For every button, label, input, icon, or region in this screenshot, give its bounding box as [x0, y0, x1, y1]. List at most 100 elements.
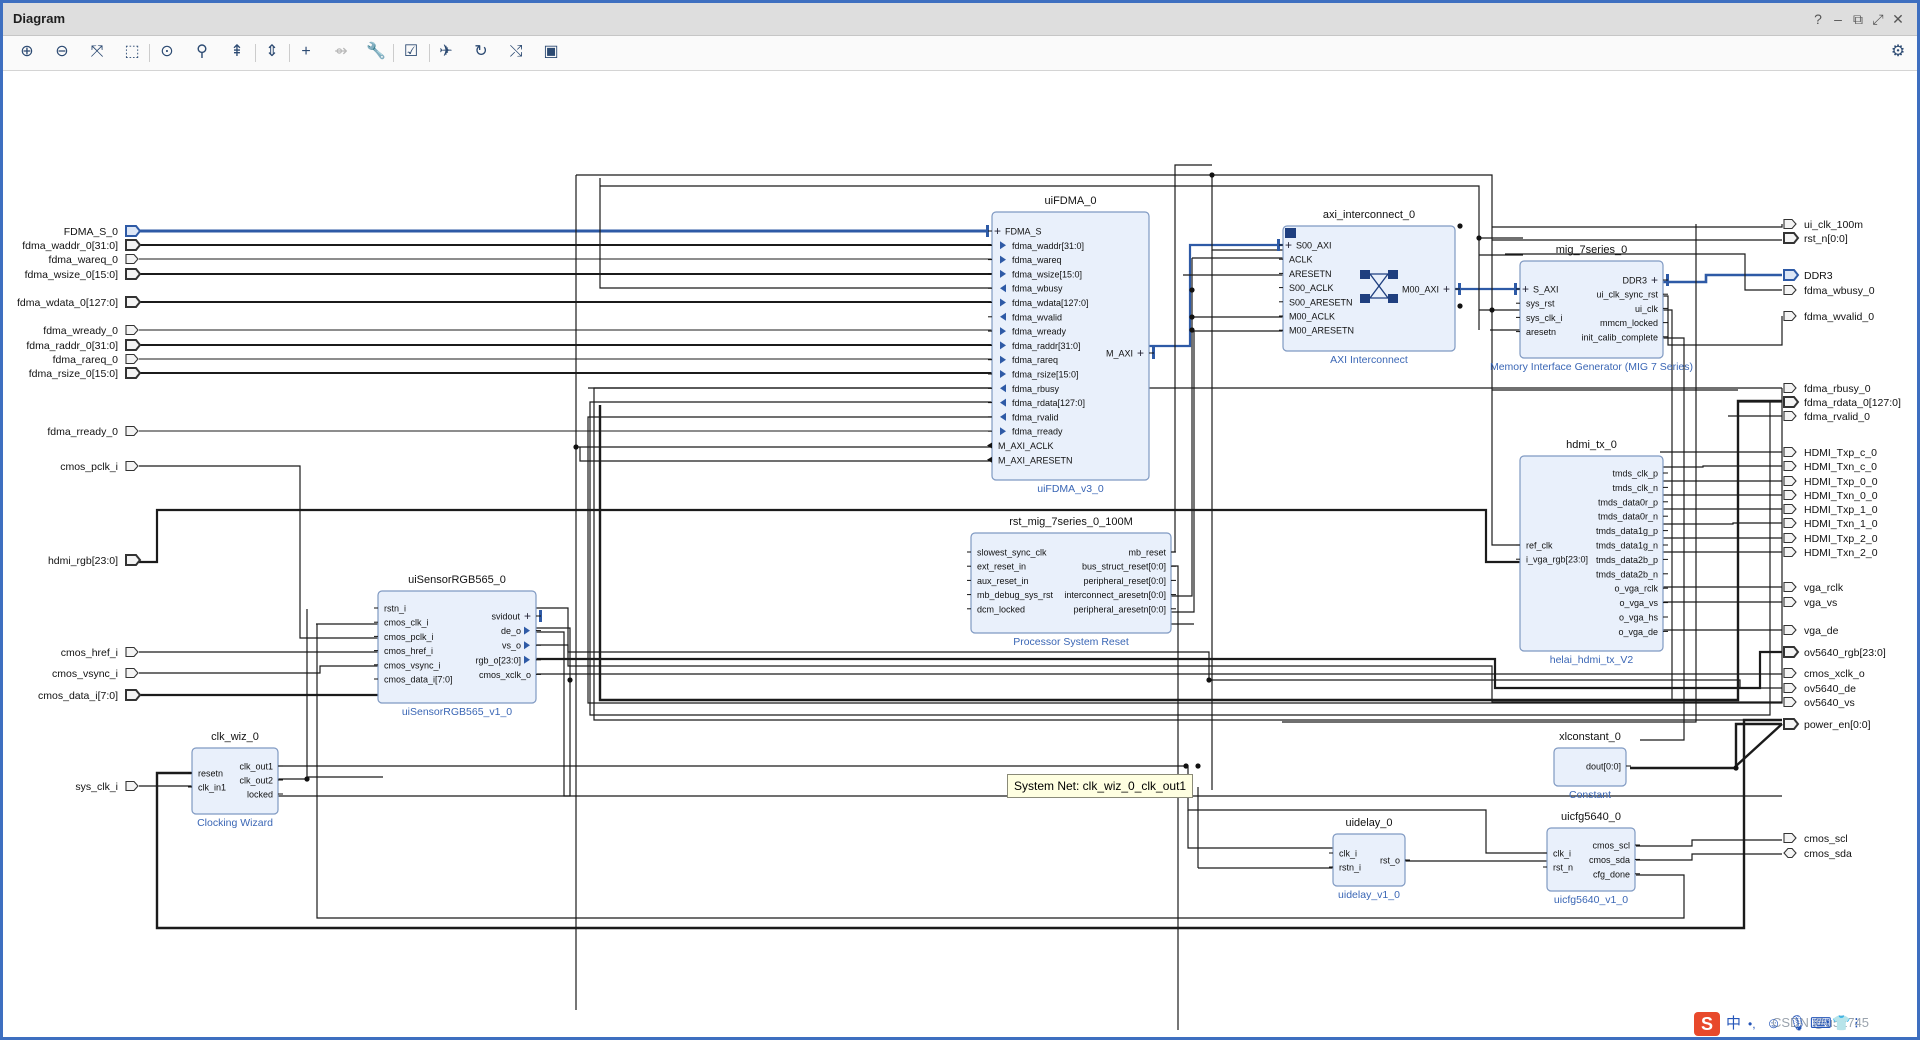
float-icon[interactable]: ⤢ — [1872, 11, 1884, 27]
net-wire[interactable] — [1660, 309, 1673, 700]
customize-wrench-icon[interactable]: 🔧 — [366, 43, 386, 60]
block-body[interactable] — [377, 590, 537, 704]
output-port[interactable]: fdma_wbusy_0 — [1783, 284, 1875, 297]
port-connector-icon[interactable] — [1783, 596, 1797, 608]
net-wire[interactable] — [1636, 853, 1782, 861]
output-port[interactable]: ov5640_vs — [1783, 696, 1855, 709]
port-connector-icon[interactable] — [1783, 489, 1797, 501]
zoom-in-icon[interactable]: ⊕ — [20, 43, 34, 60]
output-port[interactable]: rst_n[0:0] — [1783, 232, 1848, 245]
zoom-area-icon[interactable]: ⬚ — [124, 43, 140, 60]
net-wire[interactable] — [535, 607, 1782, 703]
port-connector-icon[interactable] — [1783, 503, 1797, 515]
net-wire[interactable] — [316, 624, 1685, 919]
output-port[interactable]: cmos_scl — [1783, 832, 1848, 845]
port-connector-icon[interactable] — [1783, 446, 1797, 458]
net-wire[interactable] — [576, 174, 1493, 432]
net-wire[interactable] — [139, 680, 385, 697]
net-wire[interactable] — [1653, 273, 1782, 284]
port-connector-icon[interactable] — [125, 324, 139, 336]
input-port[interactable]: fdma_wareq_0 — [49, 253, 139, 266]
port-connector-icon[interactable] — [125, 689, 142, 701]
net-wire[interactable] — [589, 401, 1771, 716]
input-port[interactable]: fdma_rsize_0[15:0] — [29, 367, 142, 380]
net-wire[interactable] — [1660, 522, 1782, 525]
net-wire[interactable] — [306, 609, 383, 778]
port-connector-icon[interactable] — [125, 367, 142, 379]
input-port[interactable]: fdma_wsize_0[15:0] — [25, 268, 142, 281]
output-port[interactable]: cmos_sda — [1783, 847, 1852, 860]
bus-connector[interactable] — [1277, 239, 1280, 251]
port-connector-icon[interactable] — [1783, 269, 1800, 281]
port-connector-icon[interactable] — [1783, 284, 1797, 296]
output-port[interactable]: fdma_wvalid_0 — [1783, 310, 1874, 323]
net-wire[interactable] — [587, 388, 1783, 704]
input-port[interactable]: fdma_wdata_0[127:0] — [17, 296, 142, 309]
port-connector-icon[interactable] — [125, 253, 139, 265]
validate-design-icon[interactable]: ☑ — [403, 43, 419, 60]
expand-all-icon[interactable]: ⇕ — [265, 43, 279, 60]
run-automation-icon[interactable]: ✈ — [439, 43, 453, 60]
net-wire[interactable] — [599, 178, 996, 289]
port-connector-icon[interactable] — [1783, 232, 1800, 244]
ime-skin-icon[interactable]: 👕 — [1832, 1015, 1851, 1032]
port-connector-icon[interactable] — [125, 460, 139, 472]
ime-language-icon[interactable]: 中 — [1726, 1015, 1742, 1032]
port-connector-icon[interactable] — [125, 339, 142, 351]
net-wire[interactable] — [1660, 295, 1783, 346]
input-port[interactable]: hdmi_rgb[23:0] — [48, 554, 142, 567]
port-connector-icon[interactable] — [125, 239, 142, 251]
port-connector-icon[interactable] — [125, 296, 142, 308]
port-connector-icon[interactable] — [1783, 396, 1800, 408]
port-connector-icon[interactable] — [1783, 517, 1797, 529]
output-port[interactable]: HDMI_Txp_0_0 — [1783, 475, 1878, 488]
bus-connector[interactable] — [986, 225, 989, 237]
port-connector-icon[interactable] — [1783, 310, 1797, 322]
net-wire[interactable] — [1145, 243, 1283, 348]
net-wire[interactable] — [1170, 565, 1179, 1030]
block-body[interactable] — [991, 211, 1150, 481]
port-connector-icon[interactable] — [1783, 718, 1800, 730]
settings-gear-icon[interactable]: ⚙ — [1890, 43, 1906, 60]
output-port[interactable]: HDMI_Txn_0_0 — [1783, 489, 1878, 502]
input-port[interactable]: cmos_vsync_i — [52, 667, 139, 680]
net-wire[interactable] — [1170, 331, 1195, 613]
ime-punct-icon[interactable]: •, — [1748, 1017, 1756, 1031]
block-body[interactable] — [1553, 747, 1627, 787]
help-icon[interactable]: ? — [1814, 11, 1822, 27]
make-connection-icon[interactable]: ⇴ — [334, 43, 348, 60]
input-port[interactable]: cmos_pclk_i — [60, 460, 139, 473]
net-wire[interactable] — [1630, 723, 1783, 770]
port-connector-icon[interactable] — [1783, 832, 1797, 844]
ime-logo-icon[interactable]: S — [1694, 1012, 1720, 1036]
output-port[interactable]: HDMI_Txp_2_0 — [1783, 532, 1878, 545]
port-connector-icon[interactable] — [1783, 410, 1797, 422]
net-wire[interactable] — [579, 447, 996, 462]
net-wire[interactable] — [1372, 809, 1550, 854]
port-connector-icon[interactable] — [1783, 624, 1797, 636]
port-connector-icon[interactable] — [1783, 667, 1797, 679]
bus-connector[interactable] — [1514, 283, 1517, 295]
ime-voice-icon[interactable]: 🎙 — [1788, 1015, 1808, 1032]
net-wire[interactable] — [1640, 337, 1685, 741]
output-port[interactable]: HDMI_Txp_c_0 — [1783, 446, 1877, 459]
net-wire[interactable] — [1491, 432, 1523, 546]
block-body[interactable] — [191, 747, 279, 815]
net-wire[interactable] — [1170, 164, 1212, 553]
net-wire[interactable] — [1734, 722, 1782, 766]
zoom-out-icon[interactable]: ⊖ — [55, 43, 69, 60]
restore-icon[interactable]: ⧉ — [1853, 11, 1863, 27]
port-connector-icon[interactable] — [1783, 546, 1797, 558]
ip-block-sensor[interactable]: uiSensorRGB565_0uiSensorRGB565_v1_0rstn_… — [374, 574, 542, 718]
port-connector-icon[interactable] — [1783, 581, 1797, 593]
regenerate-layout-icon[interactable]: ↻ — [474, 43, 488, 60]
input-port[interactable]: fdma_rareq_0 — [53, 353, 139, 366]
collapse-all-icon[interactable]: ⇞ — [230, 43, 244, 60]
net-wire[interactable] — [278, 765, 1372, 811]
net-wire[interactable] — [1187, 810, 1342, 849]
ip-block-uicfg[interactable]: uicfg5640_0uicfg5640_v1_0clk_irst_ncmos_… — [1543, 811, 1640, 906]
block-body[interactable] — [1519, 260, 1664, 359]
